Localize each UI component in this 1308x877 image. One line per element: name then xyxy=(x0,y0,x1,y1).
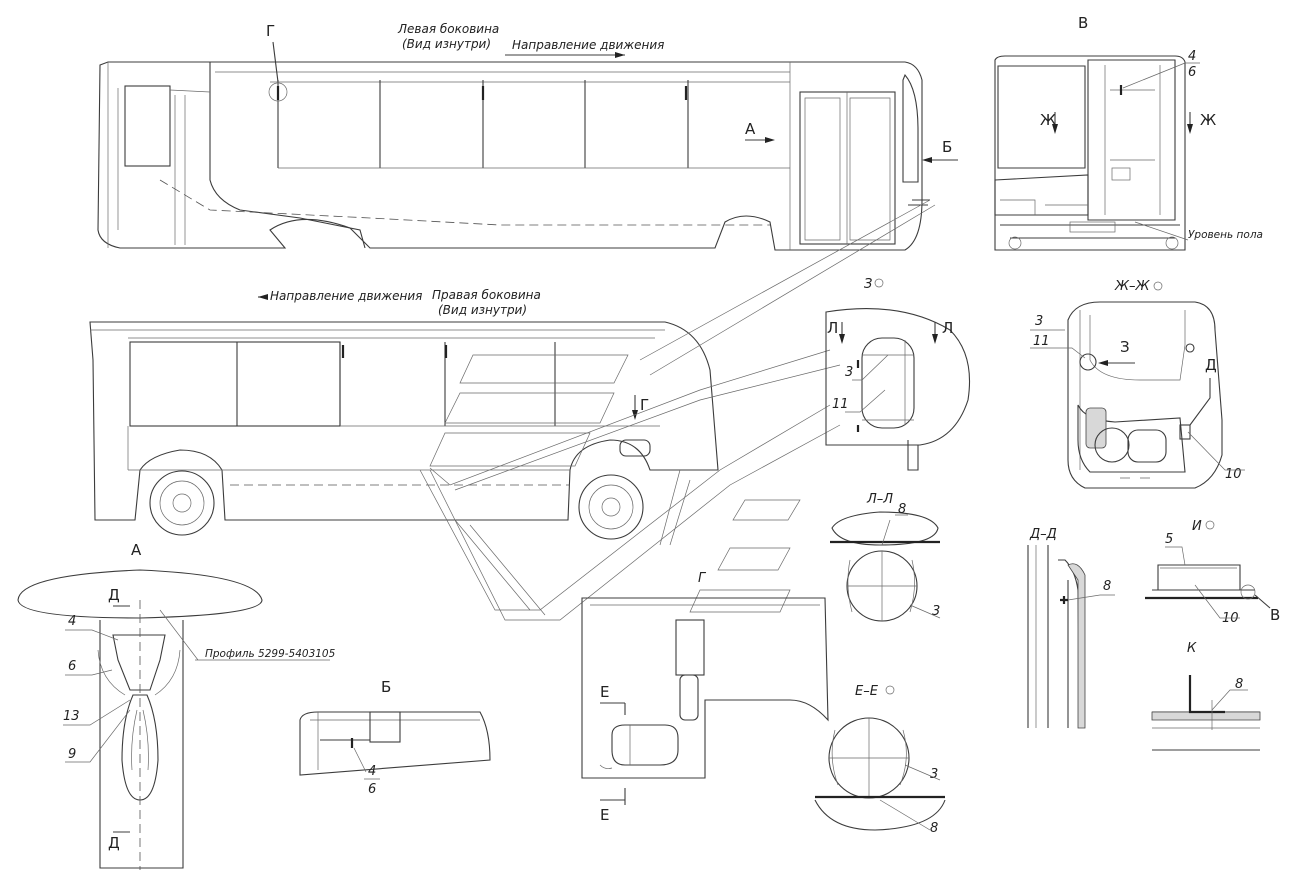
view-a-num-13: 13 xyxy=(63,709,80,724)
front-marker-zh-right: Ж xyxy=(1200,111,1216,129)
section-zh-num-3: 3 xyxy=(1035,314,1043,329)
left-marker-b: Б xyxy=(942,138,952,156)
front-num-4: 4 xyxy=(1188,49,1196,64)
view-i-marker-v: В xyxy=(1270,606,1280,624)
left-side-title: Левая боковина xyxy=(397,22,499,36)
section-e-num-3: 3 xyxy=(930,767,938,782)
front-num-6: 6 xyxy=(1188,65,1196,80)
section-l: Л–Л 8 3 xyxy=(830,492,940,622)
section-zh-num-10: 10 xyxy=(1225,467,1242,482)
projection-bands xyxy=(419,199,936,621)
view-b: Б 4 6 xyxy=(299,678,491,797)
section-zh-num-11: 11 xyxy=(1033,334,1050,349)
view-g-title: Г xyxy=(698,571,707,586)
section-l-title: Л–Л xyxy=(866,492,893,507)
section-d-num-8: 8 xyxy=(1103,579,1111,594)
view-a-marker-d-top: Д xyxy=(108,586,120,604)
section-l-num-3: 3 xyxy=(932,604,940,619)
section-zh-marker-d: Д xyxy=(1205,356,1217,374)
section-d-title: Д–Д xyxy=(1029,527,1057,542)
view-g-marker-e-top: Е xyxy=(600,683,609,701)
right-side-subtitle: (Вид изнутри) xyxy=(438,303,527,317)
view-b-num-6: 6 xyxy=(368,782,376,797)
section-zh: Ж–Ж 3 11 З Д 10 xyxy=(1030,279,1245,489)
view-z: З Л Л 3 11 xyxy=(825,277,971,471)
view-i: И 5 10 В xyxy=(1145,519,1280,626)
left-side-direction: Направление движения xyxy=(512,38,664,52)
right-side-view: Направление движения Правая боковина (Ви… xyxy=(89,288,719,540)
view-z-num-3: 3 xyxy=(845,365,853,380)
view-k-title: К xyxy=(1187,641,1197,656)
front-view: В 4 6 Ж Ж Уровень пола xyxy=(994,14,1263,251)
left-marker-a: А xyxy=(745,120,756,138)
front-marker-zh-left: Ж xyxy=(1040,111,1056,129)
view-z-num-11: 11 xyxy=(832,397,849,412)
section-e: Е–Е 3 8 xyxy=(814,684,946,836)
view-a-num-4: 4 xyxy=(68,614,76,629)
floor-level-label: Уровень пола xyxy=(1188,229,1263,241)
view-k-num-8: 8 xyxy=(1235,677,1243,692)
left-side-subtitle: (Вид изнутри) xyxy=(402,37,491,51)
view-g-marker-e-bottom: Е xyxy=(600,806,609,824)
view-k: К 8 xyxy=(1151,641,1261,751)
section-d: Д–Д 8 xyxy=(1027,527,1115,729)
right-side-direction: Направление движения xyxy=(270,289,422,303)
view-a-profile: Профиль 5299-5403105 xyxy=(205,648,336,660)
view-g: Г Е Е xyxy=(581,571,829,824)
view-i-num-5: 5 xyxy=(1165,532,1173,547)
left-marker-g: Г xyxy=(266,22,275,40)
section-e-title: Е–Е xyxy=(855,684,879,699)
right-marker-g: Г xyxy=(640,396,649,414)
view-a-num-6: 6 xyxy=(68,659,76,674)
section-l-num-8: 8 xyxy=(898,502,906,517)
view-z-marker-l-left: Л xyxy=(827,319,838,337)
view-a-num-9: 9 xyxy=(68,747,76,762)
section-e-num-8: 8 xyxy=(930,821,938,836)
right-side-title: Правая боковина xyxy=(432,288,541,302)
view-b-title: Б xyxy=(381,678,391,696)
section-zh-marker-z: З xyxy=(1120,338,1130,356)
view-z-marker-l-right: Л xyxy=(942,319,953,337)
view-i-num-10: 10 xyxy=(1222,611,1239,626)
view-a-title: А xyxy=(131,541,142,559)
section-zh-title: Ж–Ж xyxy=(1114,279,1151,294)
left-side-view: Левая боковина (Вид изнутри) Направление… xyxy=(97,22,958,251)
view-a: А Д Д 4 6 13 9 Профиль 5299-5403105 xyxy=(17,541,336,870)
view-i-title: И xyxy=(1192,519,1202,534)
front-view-title: В xyxy=(1078,14,1088,32)
view-b-num-4: 4 xyxy=(368,764,376,779)
view-a-marker-d-bottom: Д xyxy=(108,834,120,852)
view-z-title: З xyxy=(864,277,872,292)
